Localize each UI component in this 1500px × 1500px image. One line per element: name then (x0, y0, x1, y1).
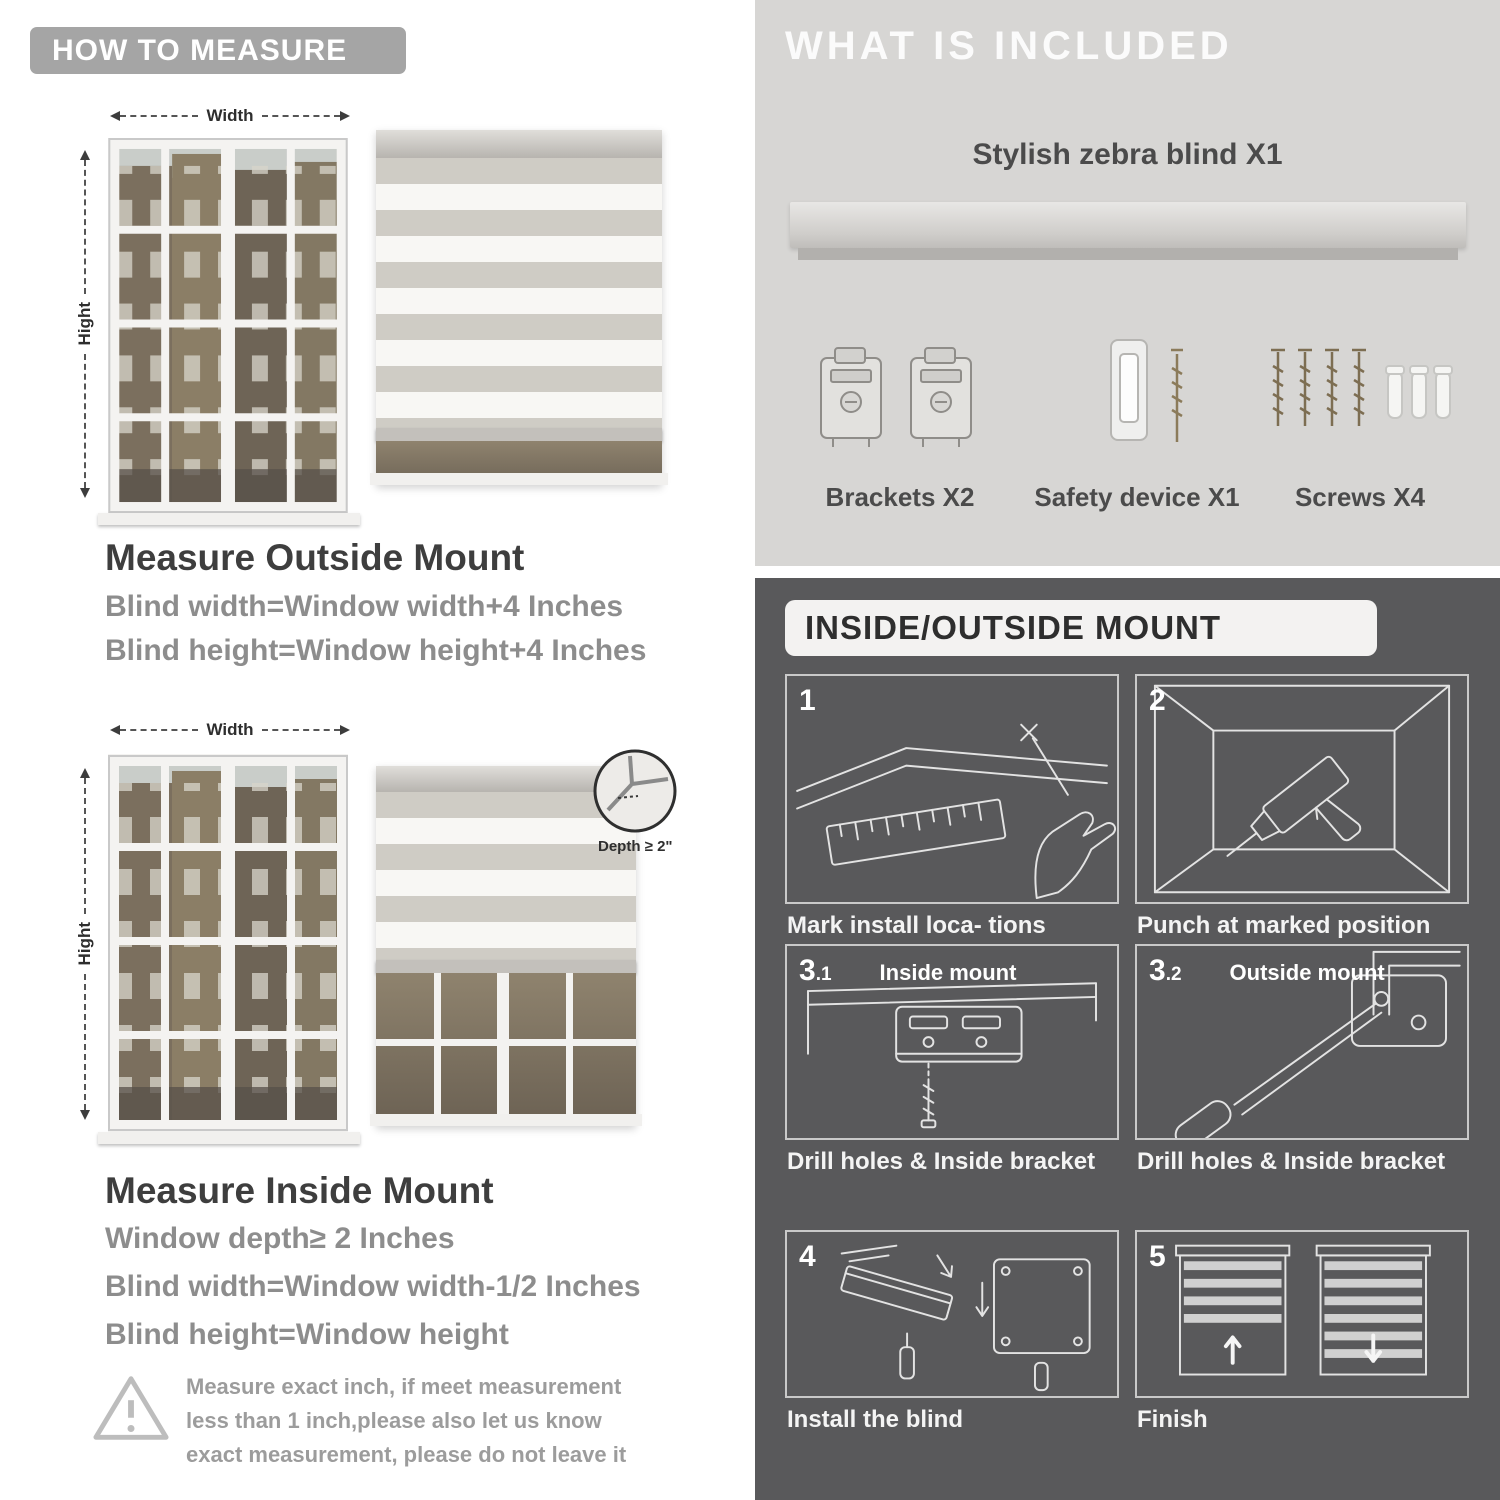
width-arrow: Width (110, 720, 350, 739)
step-caption: Punch at marked position (1137, 912, 1431, 939)
measure-warning-text: Measure exact inch, if meet measurement … (186, 1374, 627, 1468)
step-number: 1 (799, 684, 816, 717)
window-below-blind (370, 973, 642, 1126)
step-number: 3 (799, 954, 816, 987)
step-panel-5: 5 (1135, 1230, 1469, 1398)
mount-instructions-section: INSIDE/OUTSIDE MOUNT 1 (755, 578, 1500, 1500)
inside-bracket-illustration (807, 982, 1097, 1129)
mount-section-title: INSIDE/OUTSIDE MOUNT (805, 609, 1222, 646)
safety-device-icon (1110, 339, 1183, 442)
outside-bracket-illustration (1174, 950, 1461, 1138)
depth-callout: Depth ≥ 2" (592, 748, 712, 855)
screws-icon (1271, 348, 1453, 426)
step-panel-4: 4 (785, 1230, 1119, 1398)
step-inline-label: Outside mount (1229, 960, 1385, 985)
drill-illustration (1153, 684, 1451, 894)
width-arrow: Width (110, 106, 350, 125)
zebra-blind-over-window-illustration (370, 766, 642, 1126)
what-is-included-section: WHAT IS INCLUDED Stylish zebra blind X1 (755, 0, 1500, 566)
step-caption: Mark install loca- tions (787, 912, 1046, 939)
hand-marking-illustration (796, 723, 1117, 900)
width-label: Width (206, 106, 254, 125)
window-photo (108, 138, 348, 513)
brackets-label: Brackets X2 (825, 482, 975, 512)
warning-triangle-icon (93, 1376, 169, 1440)
zebra-blind-illustration (370, 130, 668, 485)
arrow-down-icon (80, 1110, 90, 1120)
inside-mount-figure: Width Hight (75, 720, 680, 1162)
height-arrow: Hight (75, 768, 94, 1120)
step-number: 3 (1149, 954, 1166, 987)
step-number: 2 (1149, 684, 1166, 717)
step-caption: Drill holes & Inside bracket (1137, 1148, 1446, 1175)
blind-headrail (376, 130, 662, 158)
step-caption: Install the blind (787, 1406, 964, 1433)
safety-device-label: Safety device X1 (1034, 482, 1240, 512)
arrow-up-icon (80, 150, 90, 160)
arrow-right-icon (340, 725, 350, 735)
blind-stripes (376, 158, 662, 428)
depth-label: Depth ≥ 2" (598, 838, 673, 855)
arrow-left-icon (110, 111, 120, 121)
height-label: Hight (75, 302, 94, 346)
what-is-included-title: WHAT IS INCLUDED (785, 24, 1233, 68)
step-number: 5 (1149, 1240, 1166, 1273)
arrow-up-icon (80, 768, 90, 778)
inside-mount-heading: Measure Inside Mount (105, 1170, 494, 1211)
blind-item-label: Stylish zebra blind X1 (972, 138, 1283, 171)
arrow-left-icon (110, 725, 120, 735)
outside-mount-line: Blind height=Window height+4 Inches (105, 634, 647, 667)
outside-mount-line: Blind width=Window width+4 Inches (105, 590, 624, 623)
inside-mount-line: Blind height=Window height (105, 1318, 509, 1351)
step-panel-3-1: 3.1 Inside mount (785, 944, 1119, 1140)
inside-mount-line: Blind width=Window width-1/2 Inches (105, 1270, 641, 1303)
window-sill (98, 513, 360, 525)
width-label: Width (206, 720, 254, 739)
height-arrow: Hight (75, 150, 94, 498)
inside-mount-line: Window depth≥ 2 Inches (105, 1222, 455, 1255)
step-panel-2: 2 (1135, 674, 1469, 904)
screws-label: Screws X4 (1294, 482, 1426, 512)
how-to-measure-banner: HOW TO MEASURE (30, 27, 406, 74)
window-sill (98, 1132, 360, 1144)
blind-bottomrail (376, 428, 662, 441)
window-corner-zoom-icon (593, 749, 677, 833)
zebra-blind-headrail-photo (790, 202, 1466, 260)
outside-mount-figure: Width Hight (75, 106, 680, 538)
step-caption: Finish (1137, 1406, 1208, 1433)
step-caption: Drill holes & Inside bracket (787, 1148, 1096, 1175)
step-inline-label: Inside mount (879, 960, 1017, 985)
blind-bottomrail (376, 960, 636, 973)
step-panel-1: 1 (785, 674, 1119, 904)
finish-illustration (1175, 1244, 1431, 1376)
blind-headrail (376, 766, 636, 792)
arrow-right-icon (340, 111, 350, 121)
step-number: 4 (799, 1240, 816, 1273)
blind-stripes (376, 792, 636, 960)
window-below-blind (370, 441, 668, 485)
window-photo (108, 754, 348, 1132)
brackets-icon (820, 347, 972, 447)
how-to-measure-title: HOW TO MEASURE (52, 33, 348, 67)
install-blind-illustration (840, 1244, 1091, 1392)
mount-section-banner: INSIDE/OUTSIDE MOUNT (785, 600, 1377, 656)
height-label: Hight (75, 922, 94, 966)
outside-mount-heading: Measure Outside Mount (105, 537, 525, 578)
arrow-down-icon (80, 488, 90, 498)
step-panel-3-2: 3.2 Outside mount (1135, 944, 1469, 1140)
